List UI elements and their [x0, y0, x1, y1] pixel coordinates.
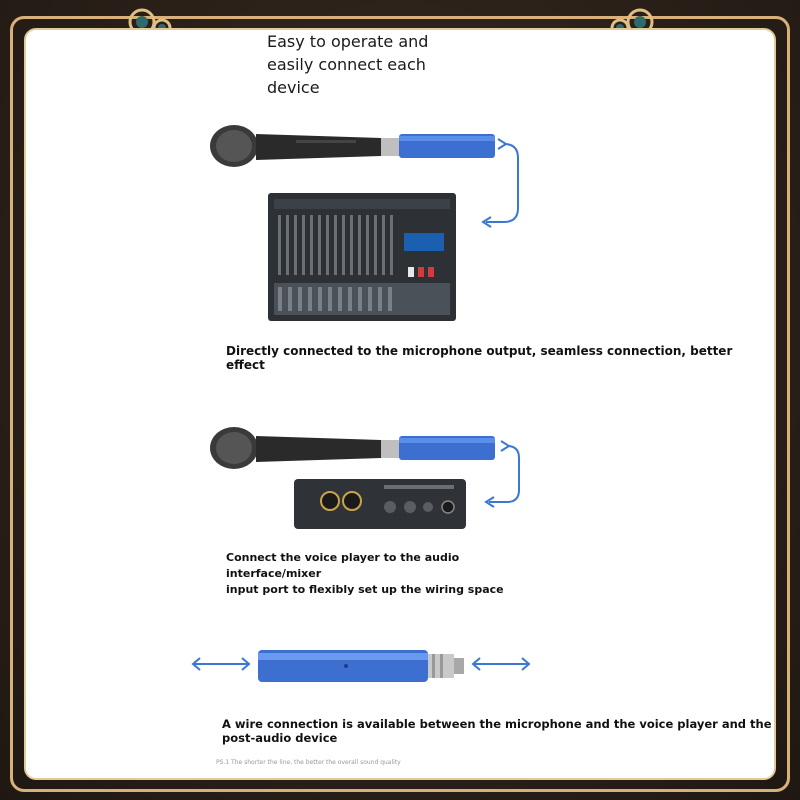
microphone-with-adapter-image	[210, 427, 495, 469]
interface-caption: Connect the voice player to the audio in…	[226, 550, 546, 598]
audio-mixer-image	[268, 193, 456, 321]
double-arrow-icon	[191, 657, 251, 671]
interface-caption-line-1: Connect the voice player to the audio in…	[226, 551, 460, 580]
page-title: Easy to operate and easily connect each …	[267, 32, 429, 97]
audio-interface-image	[294, 479, 466, 529]
mixer-caption: Directly connected to the microphone out…	[226, 344, 733, 372]
interface-caption-line-2: input port to flexibly set up the wiring…	[226, 583, 504, 596]
wire-caption: A wire connection is available between t…	[222, 717, 772, 745]
curved-double-arrow-icon	[481, 138, 519, 228]
footnote: PS.1 The shorter the line, the better th…	[216, 759, 401, 766]
microphone-with-adapter-image	[210, 125, 495, 167]
xlr-adapter-image	[258, 650, 464, 682]
content-panel: Easy to operate and easily connect each …	[24, 28, 776, 780]
curved-double-arrow-icon	[484, 440, 520, 508]
double-arrow-icon	[471, 657, 531, 671]
outer-border	[10, 16, 790, 792]
